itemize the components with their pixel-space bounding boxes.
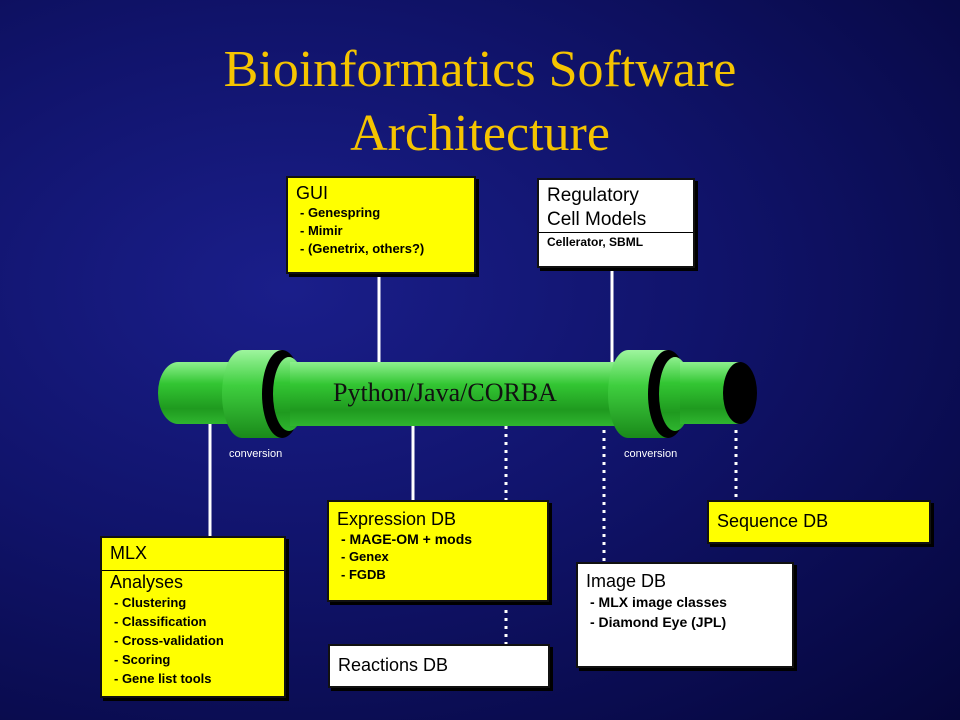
expression-db-item: - FGDB xyxy=(341,567,386,582)
sequence-db-title: Sequence DB xyxy=(717,511,829,531)
gui-title: GUI xyxy=(296,183,329,203)
mlx-item: - Scoring xyxy=(114,652,171,667)
image-db-title: Image DB xyxy=(586,571,667,591)
gui-item: - (Genetrix, others?) xyxy=(300,241,425,256)
reactions-db-title: Reactions DB xyxy=(338,655,449,675)
regulatory-box: Regulatory Cell Models Cellerator, SBML xyxy=(537,178,695,268)
gui-box: GUI - Genespring - Mimir - (Genetrix, ot… xyxy=(286,176,476,274)
image-db-item: - Diamond Eye (JPL) xyxy=(590,614,727,630)
mlx-analyses-box: MLX Analyses - Clustering - Classificati… xyxy=(100,536,286,698)
expression-db-box: Expression DB - MAGE-OM + mods - Genex -… xyxy=(327,500,549,602)
image-db-box: Image DB - MLX image classes - Diamond E… xyxy=(576,562,794,668)
conversion-label-right: conversion xyxy=(624,448,678,460)
gui-item: - Genespring xyxy=(300,205,381,220)
expression-db-item: - Genex xyxy=(341,549,389,564)
corba-bus-tube xyxy=(158,350,757,438)
expression-db-title: Expression DB xyxy=(337,509,457,529)
title-line-1: Bioinformatics Software xyxy=(223,41,737,98)
gui-item: - Mimir xyxy=(300,223,343,238)
image-db-item: - MLX image classes xyxy=(590,594,727,610)
bus-label: Python/Java/CORBA xyxy=(333,378,557,407)
regulatory-title-2: Cell Models xyxy=(547,209,647,230)
mlx-item: - Cross-validation xyxy=(114,633,224,648)
mlx-title-1: MLX xyxy=(110,543,148,563)
mlx-item: - Clustering xyxy=(114,595,187,610)
title-line-2: Architecture xyxy=(350,105,610,162)
mlx-item: - Gene list tools xyxy=(114,671,212,686)
sequence-db-box: Sequence DB xyxy=(707,500,931,544)
regulatory-item: Cellerator, SBML xyxy=(547,235,644,249)
mlx-title-2: Analyses xyxy=(110,572,184,592)
conversion-label-left: conversion xyxy=(229,448,283,460)
expression-db-item: - MAGE-OM + mods xyxy=(341,531,473,547)
regulatory-title-1: Regulatory xyxy=(547,185,639,206)
reactions-db-box: Reactions DB xyxy=(328,644,550,688)
mlx-item: - Classification xyxy=(114,614,207,629)
